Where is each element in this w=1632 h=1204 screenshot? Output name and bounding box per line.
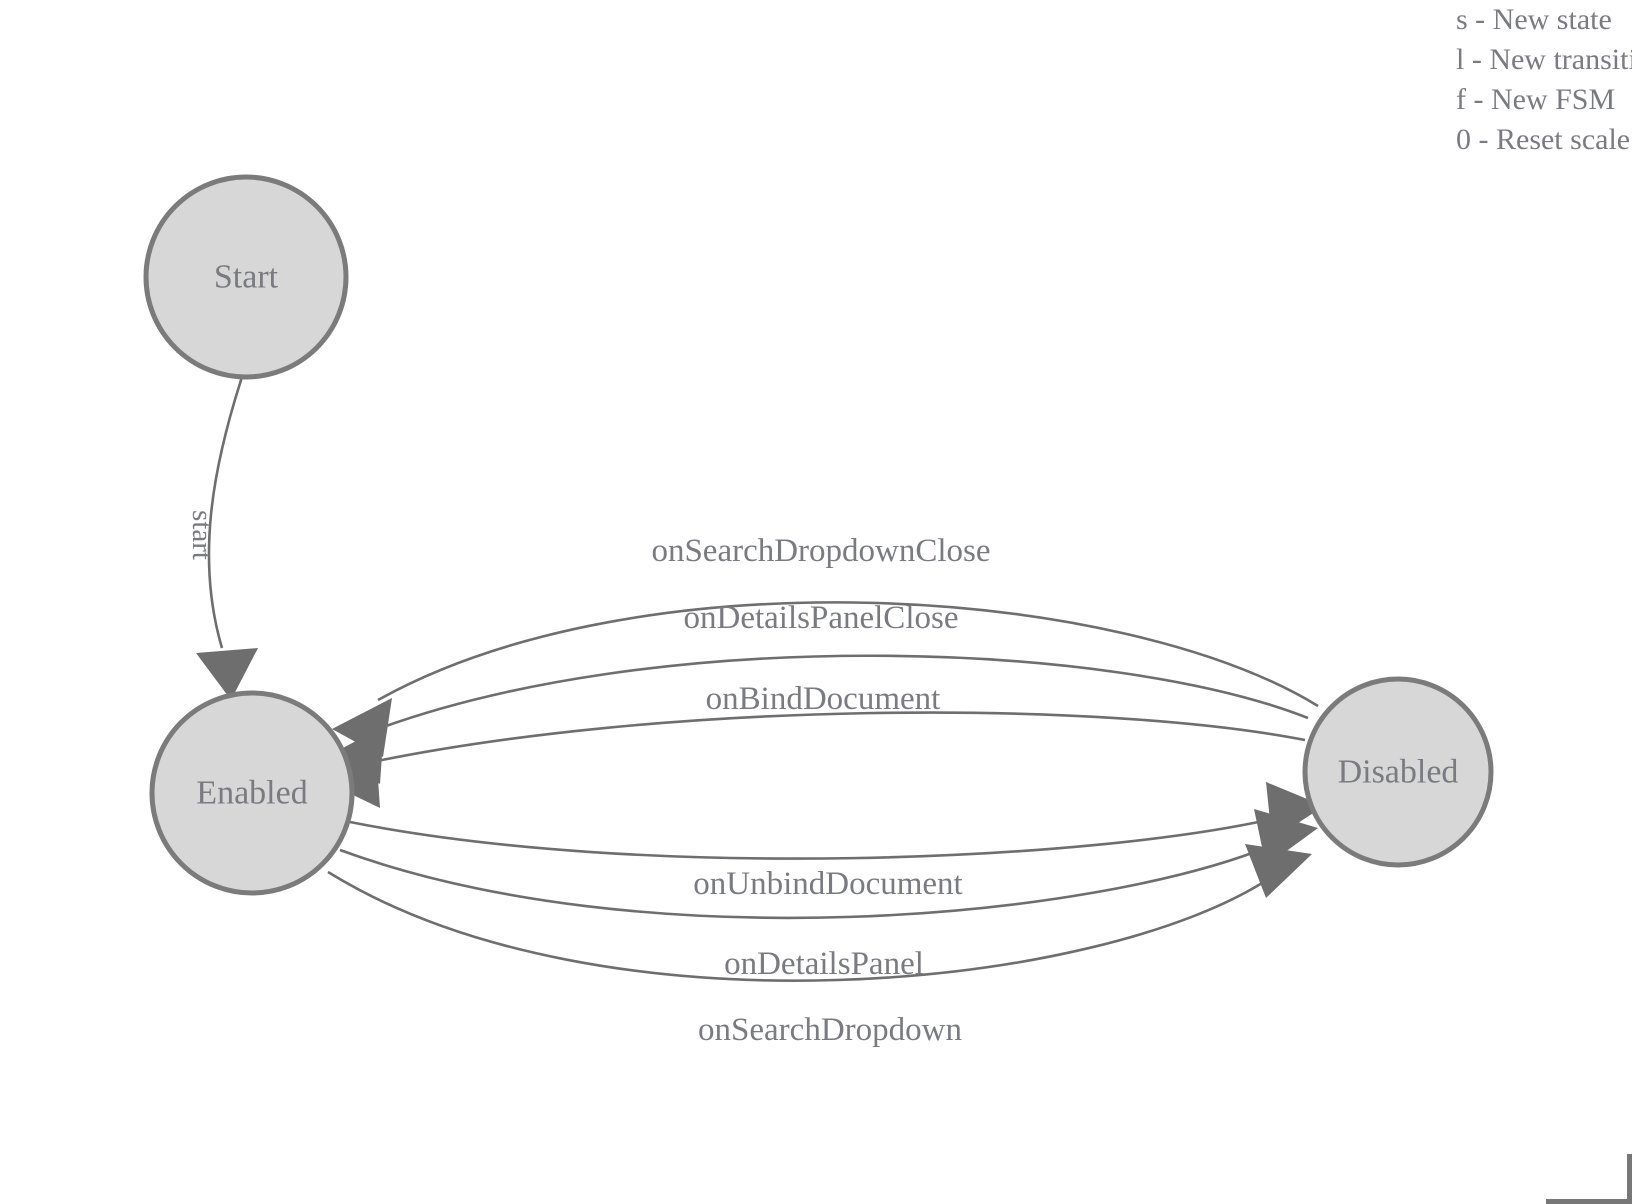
canvas-corner-marker bbox=[1546, 1154, 1632, 1204]
state-node-enabled[interactable]: Enabled bbox=[149, 690, 355, 896]
transition-onunbinddocument[interactable] bbox=[349, 782, 1324, 860]
edge-path-onsearchdropdownclose bbox=[377, 601, 1319, 708]
edge-label-ondetailspanelclose: onDetailsPanelClose bbox=[684, 600, 959, 636]
edge-path-onunbinddocument bbox=[349, 815, 1282, 860]
edge-label-ondetailspanel: onDetailsPanel bbox=[724, 946, 924, 982]
transition-onbinddocument[interactable] bbox=[322, 711, 1306, 808]
state-node-start[interactable]: Start bbox=[143, 174, 349, 380]
edge-path-onbinddocument bbox=[357, 711, 1306, 767]
legend-line-new-state: s - New state bbox=[1456, 3, 1612, 36]
state-circle-enabled bbox=[149, 690, 355, 896]
edge-label-onbinddocument: onBindDocument bbox=[706, 681, 941, 717]
arrow-head-start-enabled bbox=[196, 648, 258, 700]
edge-path-onsearchdropdown bbox=[327, 870, 1271, 982]
state-circle-disabled bbox=[1302, 676, 1494, 868]
transition-onsearchdropdown[interactable] bbox=[327, 844, 1312, 982]
transition-ondetailspanelclose[interactable] bbox=[326, 654, 1309, 784]
state-label-enabled: Enabled bbox=[196, 775, 307, 812]
edge-path-start-enabled bbox=[207, 376, 244, 649]
legend-line-new-fsm: f - New FSM bbox=[1456, 83, 1616, 116]
state-label-disabled: Disabled bbox=[1338, 754, 1459, 791]
keyboard-shortcut-legend: s - New state l - New transition f - New… bbox=[1428, 0, 1632, 160]
edge-path-ondetailspanelclose bbox=[366, 654, 1309, 735]
edge-label-onsearchdropdown: onSearchDropdown bbox=[698, 1012, 962, 1048]
state-circle-start bbox=[143, 174, 349, 380]
edge-label-onsearchdropdownclose: onSearchDropdownClose bbox=[651, 533, 990, 569]
state-label-start: Start bbox=[214, 259, 279, 296]
arrow-head-onsearchdropdown bbox=[1245, 844, 1312, 898]
legend-line-new-transition: l - New transition bbox=[1456, 43, 1632, 76]
edge-path-ondetailspanel bbox=[339, 843, 1274, 920]
edge-label-start: start bbox=[186, 510, 218, 560]
state-node-disabled[interactable]: Disabled bbox=[1302, 676, 1494, 868]
edge-label-onunbinddocument: onUnbindDocument bbox=[693, 866, 962, 902]
legend-line-reset-scale: 0 - Reset scale bbox=[1456, 123, 1631, 156]
transition-start-to-enabled[interactable] bbox=[196, 376, 258, 700]
